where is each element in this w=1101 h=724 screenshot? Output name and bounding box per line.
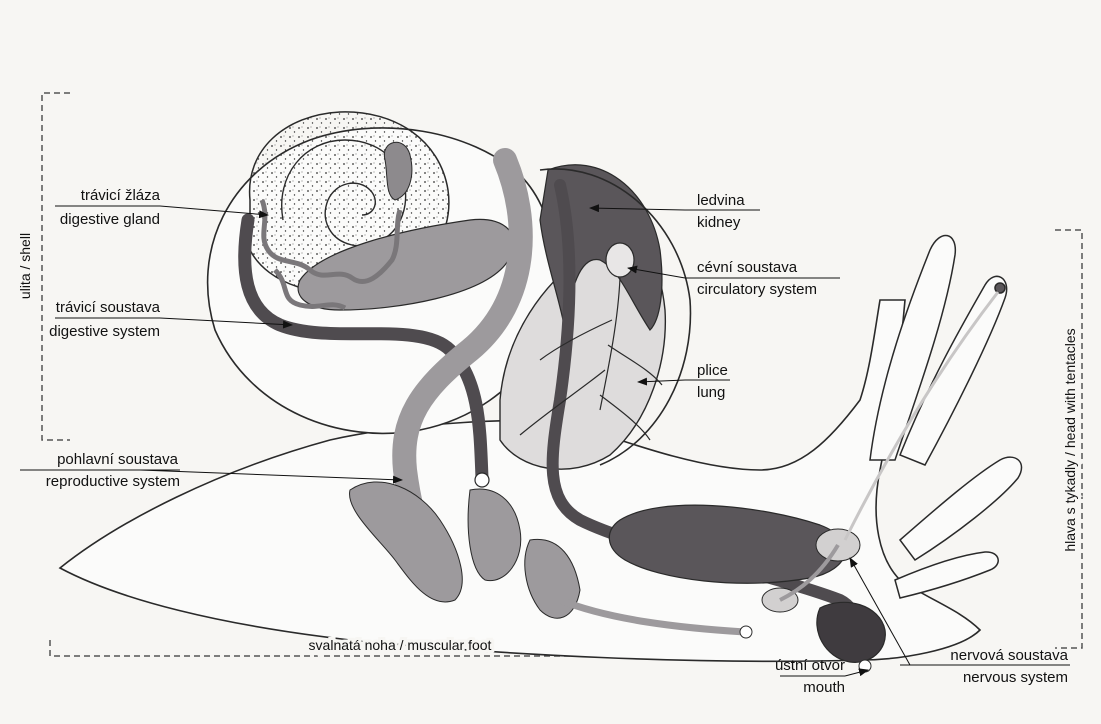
label-mouth-en: mouth <box>803 679 845 696</box>
label-reproductive-system-cz: pohlavní soustava <box>57 451 179 468</box>
label-digestive-system-cz: trávicí soustava <box>56 299 161 316</box>
label-circulatory-system-en: circulatory system <box>697 281 817 298</box>
label-kidney-cz: ledvina <box>697 192 745 209</box>
label-shell: ulita / shell <box>17 233 33 299</box>
label-nervous-system-en: nervous system <box>963 669 1068 686</box>
label-digestive-gland-cz: trávicí žláza <box>81 187 161 204</box>
label-digestive-system-en: digestive system <box>49 323 160 340</box>
label-mouth-cz: ústní otvor <box>775 657 845 674</box>
label-digestive-gland-en: digestive gland <box>60 211 160 228</box>
label-lung-en: lung <box>697 384 725 401</box>
anus-opening <box>475 473 489 487</box>
genital-pore <box>740 626 752 638</box>
label-nervous-system-cz: nervová soustava <box>950 647 1068 664</box>
label-reproductive-system-en: reproductive system <box>46 473 180 490</box>
label-circulatory-system-cz: cévní soustava <box>697 259 798 276</box>
mouth-opening <box>859 660 871 672</box>
label-kidney-en: kidney <box>697 214 741 231</box>
label-lung-cz: plice <box>697 362 728 379</box>
label-head-with-tentacles: hlava s tykadly / head with tentacles <box>1062 328 1078 551</box>
label-muscular-foot: svalnatá noha / muscular foot <box>309 637 492 653</box>
